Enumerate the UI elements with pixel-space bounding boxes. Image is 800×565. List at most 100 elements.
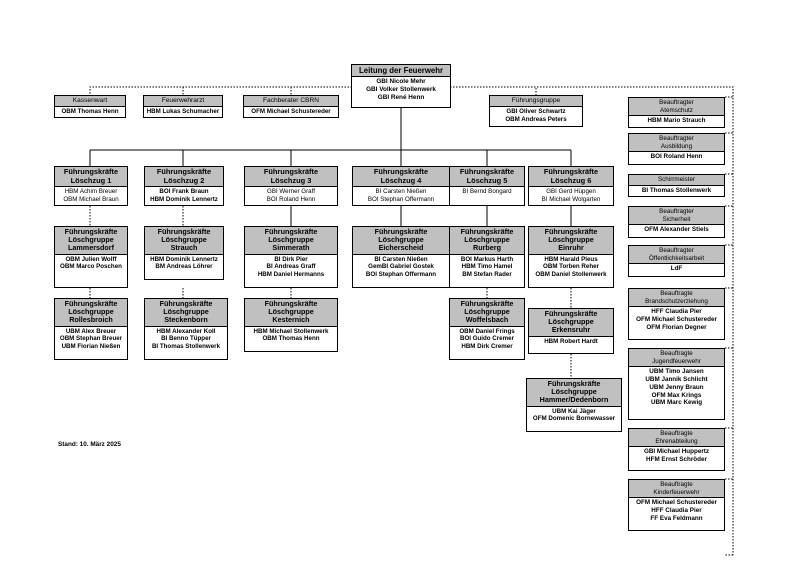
box-title: Führungskräfte Löschzug 6 (529, 167, 613, 188)
member-name: OFM Florian Degner (646, 323, 707, 331)
member-name: GBI Nicole Mehr (376, 78, 426, 85)
member-name: BOI Stephan Offermann (367, 195, 435, 203)
box-title: Führungskräfte Löschzug 2 (145, 167, 223, 188)
box-title: Leitung der Feuerwehr (352, 65, 450, 77)
box-members: OFM Alexander Stiels (629, 225, 724, 235)
member-name: HBM Lukas Schumacher (146, 108, 220, 115)
member-name: BI Dirk Pier (274, 255, 308, 263)
box-title: Führungskräfte Löschzug 3 (245, 167, 337, 188)
member-name: UBM Kai Jäger (552, 407, 596, 415)
box-title: Beauftragte Brandschutzerziehung (629, 289, 724, 308)
member-name: GBI Gerd Hüpgen (546, 188, 596, 196)
box-title: Führungskräfte Löschgruppe Steckenborn (145, 299, 227, 327)
box-title: Führungskräfte Löschzug 5 (450, 167, 524, 188)
member-name: OFM Domenic Bornewasser (532, 415, 616, 423)
member-name: GemBI Gabriel Gostek (368, 263, 434, 271)
box-members: OFM Michael Schustereder (244, 107, 338, 117)
member-name: BOI Frank Braun (159, 188, 209, 196)
member-name: OBM Thomas Henn (61, 108, 119, 115)
member-name: OBM Julien Wolff (65, 255, 117, 263)
box-title: Beauftragter Atemschutz (629, 98, 724, 117)
member-name: HBM Dominik Lennertz (150, 255, 218, 263)
member-name: HBM Timo Hamel (461, 263, 513, 271)
member-name: BOI Stephan Offermann (365, 271, 437, 279)
member-name: HBM Daniel Hermanns (257, 271, 325, 279)
member-name: BM Stefan Rader (462, 271, 512, 279)
member-name: OFM Michael Schustereder (636, 499, 717, 507)
box-title: Kassenwart (55, 96, 125, 107)
box-members: BOI Roland Henn (629, 152, 724, 162)
member-name: BI Thomas Stollenwerk (641, 186, 712, 194)
member-name: UBM Jannik Schlicht (645, 375, 708, 383)
member-name: UBM Jenny Braun (649, 383, 704, 391)
box-title: Führungskräfte Löschgruppe Lammersdorf (55, 227, 127, 255)
member-name: OBM Stephan Breuer (59, 335, 123, 343)
box-title: Führungskräfte Löschgruppe Kesternich (245, 299, 337, 327)
member-name: GBI Werner Graff (267, 188, 315, 196)
box-members: BI Bernd Bongard (450, 187, 524, 197)
member-name: HBM Michael Stollenwerk (253, 327, 329, 335)
member-name: OBM Marco Poschen (60, 263, 122, 271)
box-members: LdF (629, 264, 724, 274)
box-members: OBM Thomas Henn (55, 107, 125, 117)
member-name: HBM Alexander Koll (156, 327, 216, 335)
box-title: Führungskräfte Löschgruppe Hammer/Dedenb… (527, 379, 621, 407)
box-title: Führungskräfte Löschgruppe Strauch (145, 227, 223, 255)
member-name: BI Bernd Bongard (462, 188, 512, 196)
box-title: Schirrmeister (629, 175, 724, 186)
box-title: Beauftragte Kinderfeuerwehr (629, 480, 724, 499)
member-name: UBM Florian Nießen (61, 343, 121, 351)
member-name: HFF Claudia Pier (651, 308, 702, 316)
box-title: Führungskräfte Löschgruppe Rollesbroich (55, 299, 127, 327)
member-name: OBM Michael Braun (63, 195, 119, 203)
member-name: OBM Torben Reher (543, 263, 599, 271)
member-name: BI Andreas Graff (266, 263, 316, 271)
member-name: UBM Marc Kewig (650, 399, 703, 407)
member-name: OFM Michael Schustereder (251, 108, 331, 115)
box-members: HBM Mario Strauch (629, 116, 724, 126)
box-title: Führungskräfte Löschzug 1 (55, 167, 127, 188)
box-title: Beauftragte Jugendfeuerwehr (629, 349, 724, 368)
member-name: BOI Roland Henn (650, 153, 703, 161)
member-name: OBM Daniel Frings (459, 327, 515, 335)
member-name: OFM Max Krings (651, 391, 702, 399)
box-title: Führungskräfte Löschgruppe Eicherscheid (353, 227, 449, 255)
box-title: Feuerwehrarzt (144, 96, 222, 107)
box-title: Beauftragte Ehrenabteilung (629, 429, 724, 448)
member-name: HBM Dominik Lennertz (150, 195, 218, 203)
box-title: Führungskräfte Löschgruppe Einruhr (529, 227, 613, 255)
member-name: BI Michael Wolgarten (541, 195, 601, 203)
member-name: HFF Claudia Pier (651, 506, 702, 514)
